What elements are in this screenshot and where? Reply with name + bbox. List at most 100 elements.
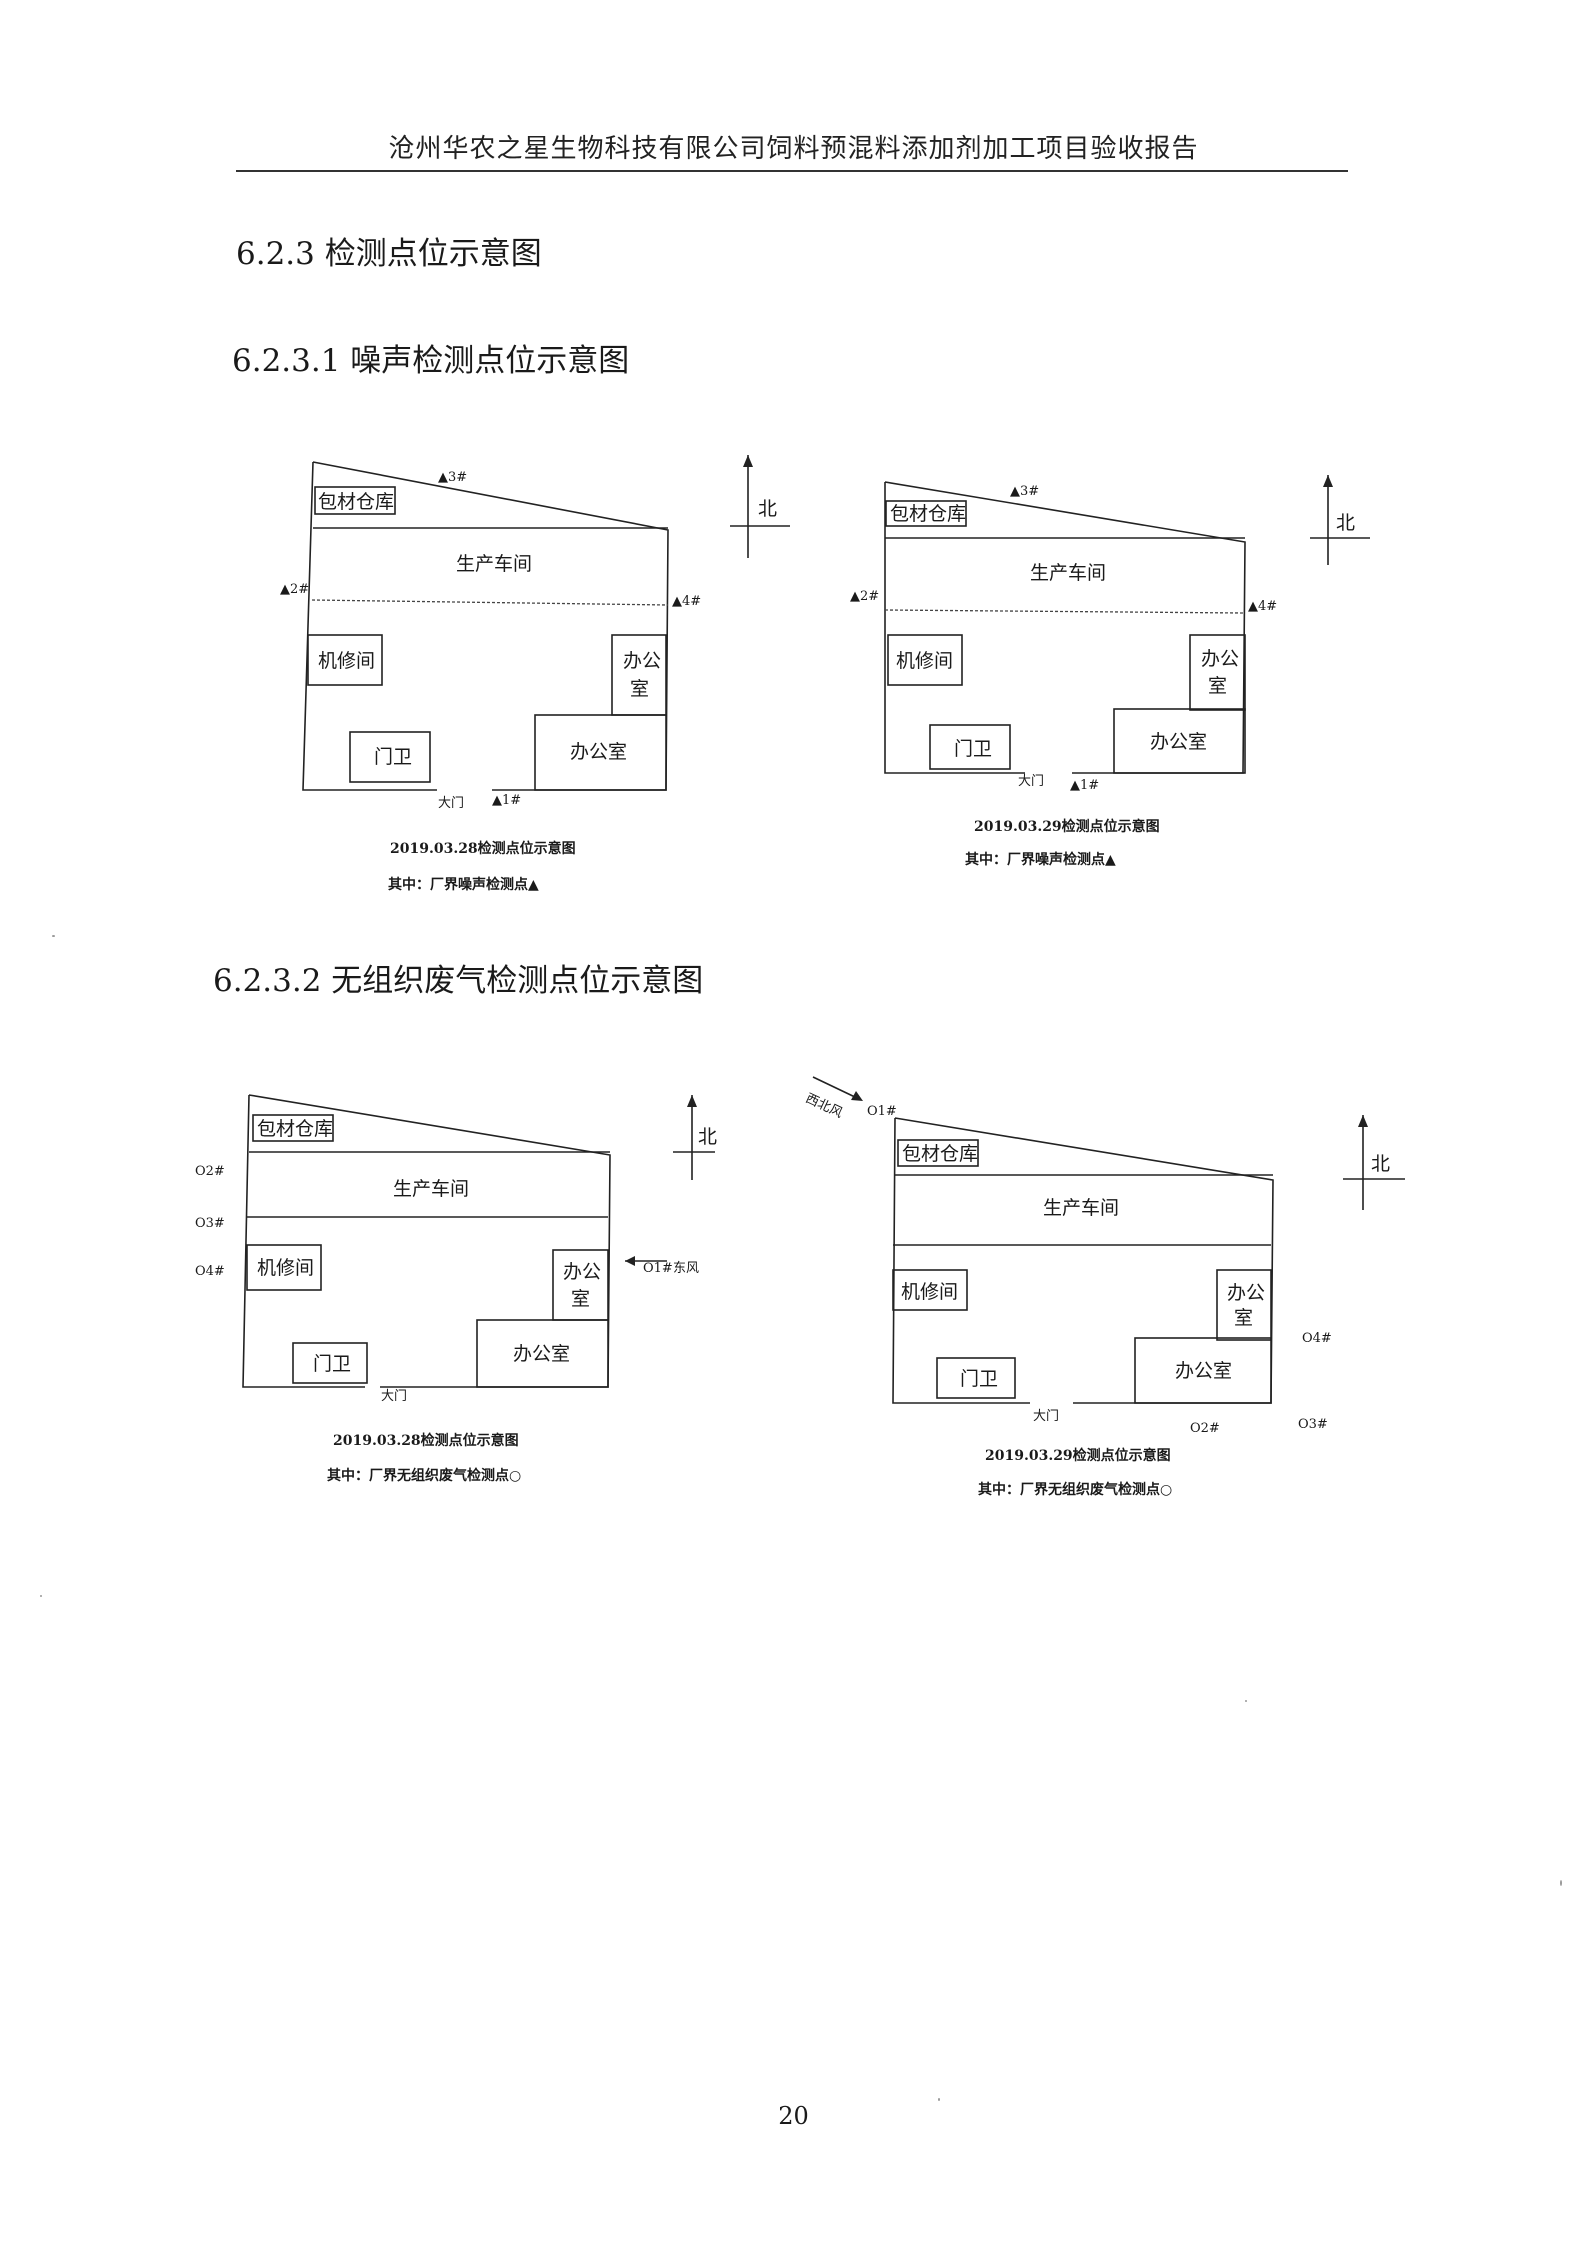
scan-speck [52, 935, 55, 937]
building-office: 办公室 [1150, 731, 1207, 753]
noise-map-0328-date: 2019.03.28检测点位示意图 [390, 840, 576, 857]
guard-box [936, 1357, 1016, 1399]
noise-point-4: ▲4# [1248, 599, 1277, 614]
building-workshop: 生产车间 [456, 553, 532, 575]
warehouse-box [314, 486, 396, 515]
report-header-title: 沧州华农之星生物科技有限公司饲料预混料添加剂加工项目验收报告 [388, 134, 1199, 164]
air-map-0329: 包材仓库 生产车间 机修间 办公 室 办公室 门卫 大门 西北风 O1# O2#… [803, 1076, 1405, 1498]
office-large-box [476, 1319, 609, 1388]
repair-box [892, 1269, 968, 1311]
gate-label: 大门 [381, 1389, 407, 1404]
noise-map-0328: 包材仓库 生产车间 机修间 办公 室 办公室 门卫 大门 ▲1# ▲2# ▲3#… [280, 455, 790, 893]
header-divider [236, 170, 1348, 172]
office-large-box [1113, 708, 1246, 774]
noise-map-0329: 包材仓库 生产车间 机修间 办公 室 办公室 门卫 大门 ▲1# ▲2# ▲3#… [850, 475, 1370, 868]
gate-label: 大门 [1018, 774, 1044, 789]
workshop-bottom-wall [884, 609, 1244, 614]
repair-box [307, 634, 383, 686]
noise-point-3: ▲3# [438, 470, 467, 485]
gate-label: 大门 [1033, 1409, 1059, 1424]
building-guard: 门卫 [374, 746, 412, 768]
north-label: 北 [758, 498, 777, 520]
wind-arrow-icon [851, 1091, 863, 1101]
repair-box [246, 1244, 322, 1291]
building-office: 办公室 [1175, 1360, 1232, 1382]
air-map-0329-date: 2019.03.29检测点位示意图 [985, 1447, 1171, 1464]
page-number: 20 [778, 2102, 809, 2130]
north-arrow-icon [743, 455, 753, 467]
wind-arrow-icon [625, 1256, 635, 1266]
scan-speck [1245, 1700, 1247, 1702]
office-large-box [1134, 1337, 1272, 1404]
noise-map-0328-note: 其中：厂界噪声检测点▲ [388, 876, 539, 893]
air-point-4: O4# [1302, 1331, 1332, 1346]
air-point-4: O4# [195, 1264, 225, 1279]
wind-east-label: 东风 [673, 1261, 699, 1276]
north-arrow-icon [1358, 1115, 1368, 1127]
building-warehouse: 包材仓库 [890, 503, 966, 525]
building-workshop: 生产车间 [1043, 1197, 1119, 1219]
building-repair: 机修间 [896, 650, 953, 672]
building-office: 办公室 [513, 1343, 570, 1365]
air-map-0328-date: 2019.03.28检测点位示意图 [333, 1432, 519, 1449]
noise-point-3: ▲3# [1010, 484, 1039, 499]
section-heading-6-2-3: 6.2.3 检测点位示意图 [236, 236, 542, 272]
gate-label: 大门 [438, 796, 464, 811]
building-office-line2: 室 [1234, 1307, 1253, 1329]
warehouse-box [897, 1139, 979, 1167]
scan-speck [1560, 1880, 1562, 1886]
noise-point-1: ▲1# [1070, 778, 1099, 793]
guard-box [349, 731, 431, 783]
north-arrow-icon [1323, 475, 1333, 487]
building-office-line1: 办公 [1227, 1282, 1265, 1304]
warehouse-box [885, 500, 967, 527]
building-office-line2: 室 [630, 678, 649, 700]
air-point-2: O2# [1190, 1421, 1220, 1436]
noise-map-0329-note: 其中：厂界噪声检测点▲ [965, 851, 1116, 868]
air-point-2: O2# [195, 1164, 225, 1179]
section-heading-6-2-3-1: 6.2.3.1 噪声检测点位示意图 [232, 343, 630, 379]
north-label: 北 [1336, 512, 1355, 534]
air-map-0328-note: 其中：厂界无组织废气检测点○ [327, 1467, 521, 1484]
wind-arrow-line [812, 1076, 858, 1099]
section-heading-6-2-3-2: 6.2.3.2 无组织废气检测点位示意图 [213, 963, 704, 999]
building-guard: 门卫 [954, 738, 992, 760]
office-large-box [534, 714, 667, 791]
scan-speck [40, 1595, 42, 1597]
air-map-0329-note: 其中：厂界无组织废气检测点○ [978, 1481, 1172, 1498]
repair-box [887, 634, 963, 686]
noise-point-4: ▲4# [672, 594, 701, 609]
office-small-box [611, 634, 667, 716]
warehouse-box [252, 1114, 334, 1142]
building-workshop: 生产车间 [1030, 562, 1106, 584]
workshop-bottom-wall [311, 599, 669, 606]
office-small-box [1189, 634, 1246, 711]
noise-point-2: ▲2# [280, 582, 309, 597]
office-small-box [1216, 1269, 1272, 1341]
building-office-line1: 办公 [1201, 648, 1239, 670]
building-warehouse: 包材仓库 [318, 491, 394, 513]
north-label: 北 [1371, 1153, 1390, 1175]
north-label: 北 [698, 1126, 717, 1148]
air-point-1: O1# [643, 1261, 673, 1276]
building-office: 办公室 [570, 741, 627, 763]
building-office-line1: 办公 [623, 650, 661, 672]
building-warehouse: 包材仓库 [902, 1143, 978, 1165]
noise-map-0329-date: 2019.03.29检测点位示意图 [974, 818, 1160, 835]
building-guard: 门卫 [960, 1368, 998, 1390]
noise-point-1: ▲1# [492, 793, 521, 808]
noise-point-2: ▲2# [850, 589, 879, 604]
guard-box [292, 1342, 368, 1384]
building-office-line1: 办公 [563, 1261, 601, 1283]
air-point-3: O3# [195, 1216, 225, 1231]
building-guard: 门卫 [313, 1353, 351, 1375]
building-repair: 机修间 [318, 650, 375, 672]
wind-northwest-label: 西北风 [803, 1091, 845, 1121]
building-warehouse: 包材仓库 [257, 1118, 333, 1140]
building-repair: 机修间 [257, 1257, 314, 1279]
building-repair: 机修间 [901, 1281, 958, 1303]
north-arrow-icon [687, 1095, 697, 1107]
building-office-line2: 室 [1208, 675, 1227, 697]
scan-speck [938, 2098, 940, 2101]
guard-box [929, 724, 1011, 770]
